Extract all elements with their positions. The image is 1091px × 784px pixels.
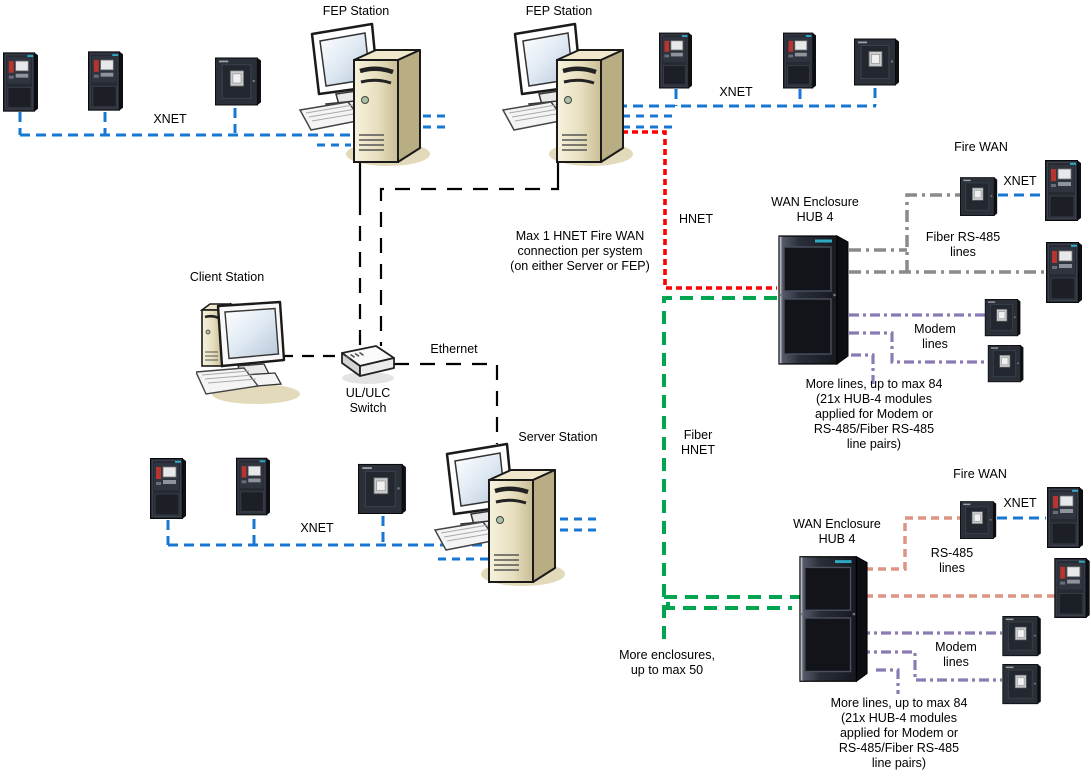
fire-panel-display-tr-1 <box>659 32 692 89</box>
fire-panel-display-fw1-1 <box>1044 160 1082 222</box>
fire-wan-2-label: Fire WAN <box>953 467 1007 481</box>
fiber-rs485-lines-label: Fiber RS-485 lines <box>925 230 1001 259</box>
server-station-label: Server Station <box>518 430 598 444</box>
fire-panel-display-bl-1 <box>150 458 186 520</box>
wan-enclosure-hub4-2 <box>799 556 868 682</box>
xnet-server-stubs <box>438 517 596 561</box>
fire-panel-display-fw1-2 <box>1045 242 1083 304</box>
ul-ulc-switch <box>341 345 395 385</box>
xnet-fire-wan-1-label: XNET <box>1003 174 1037 188</box>
fire-panel-door-bl-3 <box>358 463 407 515</box>
server-computer <box>435 444 565 586</box>
more-lines-2-note: More lines, up to max 84 (21x HUB-4 modu… <box>830 696 968 770</box>
switch-label: UL/ULC Switch <box>345 386 391 415</box>
fire-panel-display-tr-2 <box>783 32 816 89</box>
fire-panel-display-bl-2 <box>236 457 270 516</box>
fiber-hnet-lines <box>662 296 800 640</box>
fiber-rs485-lines <box>849 193 1046 274</box>
fep2-to-switch <box>379 181 560 346</box>
xnet-bottom-left-label: XNET <box>300 521 334 535</box>
fire-panel-door-fw1 <box>960 176 998 217</box>
fep1-station-label: FEP Station <box>322 4 390 18</box>
fire-panel-door-modem2-2 <box>1002 664 1042 705</box>
fire-panel-display-tl-1 <box>3 52 38 113</box>
ethernet-lines <box>281 162 560 444</box>
xnet-fire-wan-2-label: XNET <box>1003 496 1037 510</box>
xnet-top-right-label: XNET <box>719 85 753 99</box>
fep2-station-label: FEP Station <box>525 4 593 18</box>
fire-panel-door-tr-3 <box>854 37 900 87</box>
fire-panel-door-tl-3 <box>215 56 262 107</box>
fire-wan-1-label: Fire WAN <box>954 140 1008 154</box>
hnet-label: HNET <box>678 212 714 226</box>
fire-panel-display-fw2-1 <box>1046 487 1084 549</box>
fep-drop-solid <box>358 162 560 200</box>
modem-lines-2-label: Modem lines <box>935 640 977 669</box>
ethernet-label: Ethernet <box>430 342 478 356</box>
fire-panel-display-tl-2 <box>88 51 123 112</box>
modem-lines-hub2 <box>860 631 1002 694</box>
more-lines-1-note: More lines, up to max 84 (21x HUB-4 modu… <box>805 377 943 451</box>
client-computer <box>196 300 302 406</box>
xnet-fep1-stubs <box>317 114 451 147</box>
fire-panel-door-modem1-1 <box>984 299 1021 337</box>
switch-to-server <box>394 362 499 444</box>
modem-lines-1-label: Modem lines <box>914 322 956 351</box>
hnet-line <box>622 130 777 290</box>
fire-panel-door-fw2 <box>960 501 997 540</box>
fep2-computer <box>503 24 633 166</box>
xnet-lines <box>18 88 1046 561</box>
max-hnet-note: Max 1 HNET Fire WAN connection per syste… <box>510 229 650 273</box>
rs485-lines-label: RS-485 lines <box>930 546 974 575</box>
modem-lines-hub1 <box>849 313 988 384</box>
client-station-label: Client Station <box>189 270 265 284</box>
fire-panel-door-modem2-1 <box>1002 616 1042 657</box>
wan-enclosure-2-label: WAN Enclosure HUB 4 <box>793 517 881 546</box>
fire-panel-door-modem1-2 <box>987 345 1024 383</box>
fire-panel-display-fw2-2 <box>1054 558 1090 619</box>
xnet-top-left-label: XNET <box>153 112 187 126</box>
more-enclosures-note: More enclosures, up to max 50 <box>619 648 715 677</box>
xnet-top-right-line <box>601 88 877 108</box>
rs485-lines-hub2 <box>865 516 1055 598</box>
wan-enclosure-1-label: WAN Enclosure HUB 4 <box>771 195 859 224</box>
fiber-hnet-label: Fiber HNET <box>680 428 716 457</box>
xnet-fep2-stubs <box>622 114 678 129</box>
wan-enclosure-hub4-1 <box>778 235 849 365</box>
